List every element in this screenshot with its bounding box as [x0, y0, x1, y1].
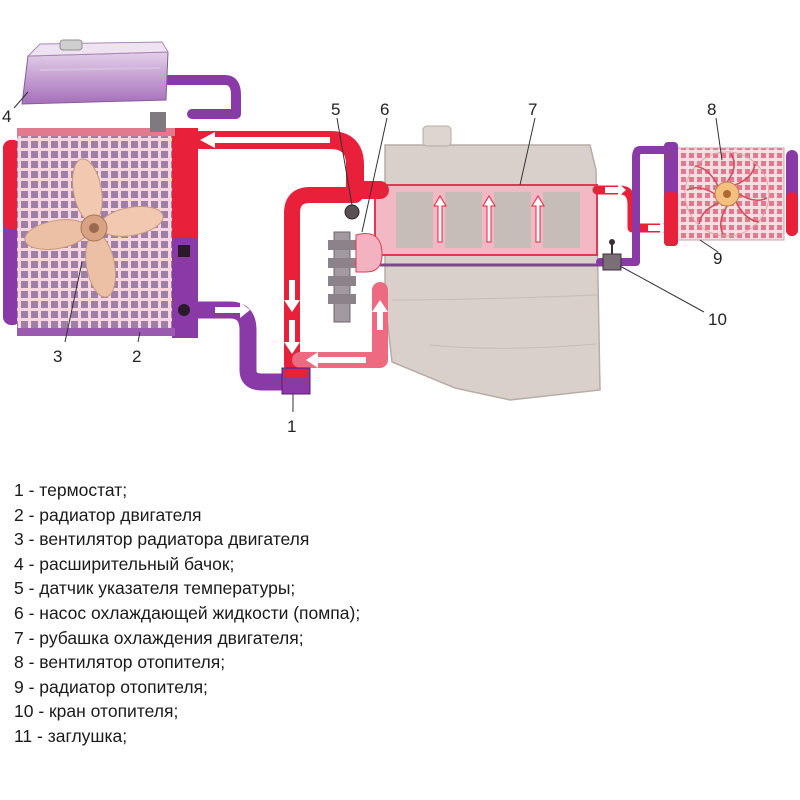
callout-4: 4 — [2, 107, 11, 126]
callout-7: 7 — [528, 100, 537, 119]
legend-item-8: 8 - вентилятор отопителя; — [14, 652, 226, 673]
legend-item-2: 2 - радиатор двигателя — [14, 504, 202, 525]
legend-item-5: 5 - датчик указателя температуры; — [14, 578, 296, 599]
legend-item-9: 9 - радиатор отопителя; — [14, 676, 208, 697]
legend-item-6: 6 - насос охлаждающей жидкости (помпа); — [14, 602, 361, 623]
legend-item-10: 10 - кран отопителя; — [14, 701, 179, 722]
thermostat — [281, 367, 311, 395]
radiator-fan — [24, 158, 164, 298]
legend-item-3: 3 - вентилятор радиатора двигателя — [14, 529, 310, 550]
callout-6: 6 — [380, 100, 389, 119]
engine-water-jacket — [374, 184, 598, 256]
callout-2: 2 — [132, 347, 141, 366]
legend-item-7: 7 - рубашка охлаждения двигателя; — [14, 627, 304, 648]
flow-arrows — [200, 132, 668, 368]
temperature-sensor — [344, 204, 360, 220]
callout-5: 5 — [331, 100, 340, 119]
callout-10: 10 — [708, 310, 727, 329]
callout-1: 1 — [287, 417, 296, 436]
heater-core — [664, 142, 798, 246]
callout-leaders — [13, 91, 723, 412]
heater-valve — [602, 239, 622, 271]
engine-block — [380, 125, 610, 401]
callout-3: 3 — [53, 347, 62, 366]
callout-labels: 1 2 3 4 5 6 7 8 9 10 — [2, 100, 727, 436]
cooling-system-diagram: 1 2 3 4 5 6 7 8 9 10 — [2, 39, 798, 436]
heater-fan — [684, 151, 770, 237]
legend-item-1: 1 - термостат; — [14, 480, 128, 500]
legend-item-11: 11 - заглушка; — [14, 725, 128, 746]
callout-9: 9 — [713, 249, 722, 268]
legend-item-4: 4 - расширительный бачок; — [14, 553, 235, 574]
expansion-tank — [21, 39, 169, 105]
callout-8: 8 — [707, 100, 716, 119]
water-pump — [328, 231, 383, 323]
legend-list: 1 - термостат; 2 - радиатор двигателя 3 … — [14, 478, 360, 749]
